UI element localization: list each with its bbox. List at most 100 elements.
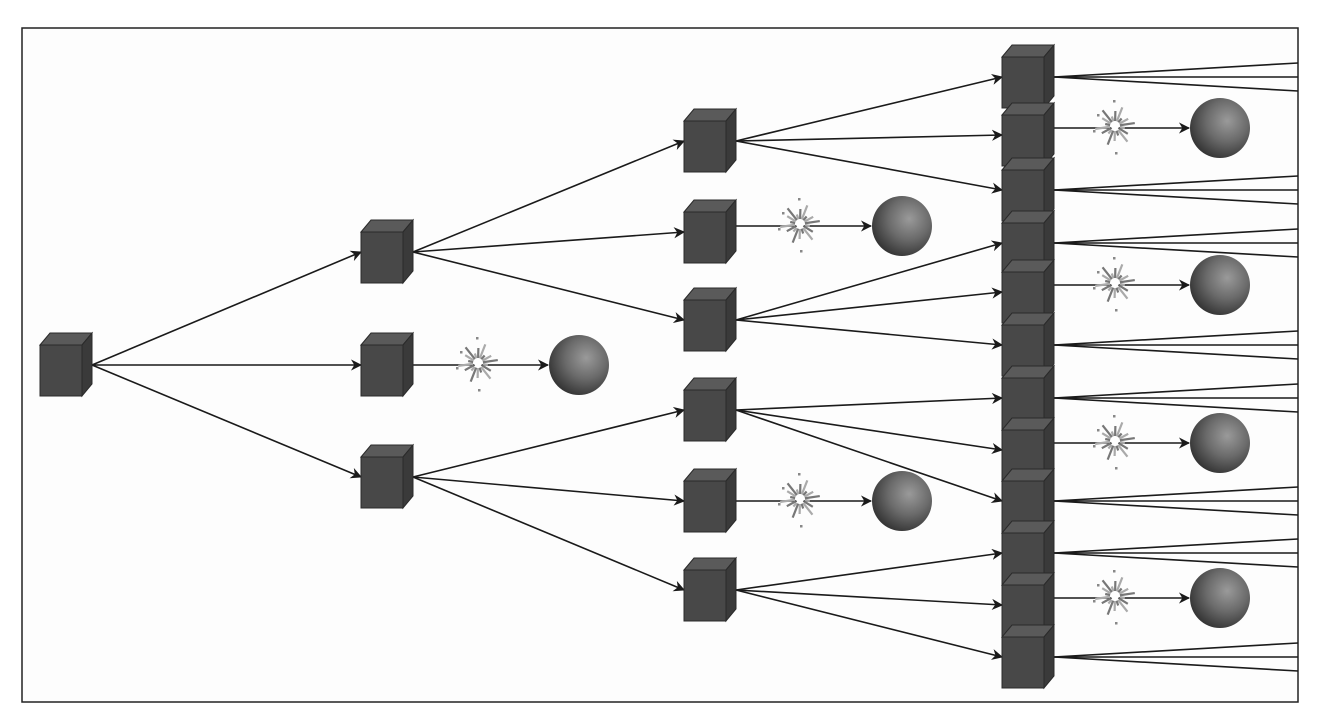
burst-particle [1093, 600, 1096, 603]
burst-ray [1119, 282, 1126, 287]
fan-line [1053, 62, 1299, 78]
burst-ray [478, 367, 483, 373]
cube-node [682, 286, 738, 353]
arrow-connector [735, 73, 1004, 142]
burst-ray [1101, 266, 1113, 280]
burst-core [796, 495, 804, 503]
fan-line [1053, 330, 1299, 346]
burst-ray [1106, 130, 1115, 146]
burst-ray [464, 346, 476, 360]
cube-front-face [1001, 636, 1045, 689]
burst-ray [800, 204, 809, 220]
burst-ray [1095, 282, 1111, 288]
burst-ray [1117, 432, 1123, 438]
burst-particle [1093, 287, 1096, 290]
burst-ray [1104, 592, 1111, 597]
sphere-result-icon [1190, 568, 1250, 628]
fan-line [1053, 242, 1299, 258]
explosion-icon [1093, 570, 1135, 625]
fan-line [1053, 383, 1299, 399]
burst-ray [802, 215, 808, 221]
cube-front-face [39, 344, 83, 397]
burst-ray [1101, 424, 1113, 438]
burst-ray [792, 502, 798, 508]
burst-ray [481, 354, 492, 362]
burst-core [1111, 122, 1119, 130]
cube-side-face [1043, 623, 1055, 690]
burst-ray [1101, 597, 1112, 605]
burst-ray [1101, 127, 1112, 135]
burst-particle [1113, 257, 1116, 260]
burst-ray [1117, 599, 1129, 613]
fan-line [1053, 344, 1299, 360]
burst-ray [1117, 117, 1123, 123]
burst-ray [1115, 263, 1124, 279]
burst-ray [800, 503, 805, 509]
burst-particle [478, 389, 481, 392]
cube-side-face [402, 443, 414, 510]
cube-side-face [402, 331, 414, 398]
arrow-connector [735, 548, 1004, 591]
burst-core [1111, 437, 1119, 445]
burst-ray [786, 207, 798, 221]
burst-ray [480, 366, 492, 380]
explosion-icon [1093, 257, 1135, 312]
arrow-connector [735, 589, 1004, 611]
burst-particle [1115, 152, 1118, 155]
burst-ray [1118, 432, 1129, 440]
burst-ray [803, 225, 814, 233]
burst-ray [1106, 445, 1115, 461]
fan-line [1053, 486, 1299, 502]
burst-ray [1117, 129, 1129, 143]
burst-particle [1113, 100, 1116, 103]
burst-ray [469, 367, 478, 383]
burst-ray [1118, 284, 1129, 292]
burst-ray [1115, 130, 1120, 136]
burst-ray [1110, 586, 1115, 592]
burst-particle [1113, 570, 1116, 573]
burst-particle [460, 351, 463, 354]
burst-ray [1115, 106, 1124, 122]
burst-ray [1117, 587, 1123, 593]
cube-node [1000, 43, 1056, 110]
burst-ray [800, 479, 809, 495]
burst-ray [1119, 440, 1126, 445]
cube-node [682, 376, 738, 443]
sphere-result-icon [549, 335, 609, 395]
burst-ray [1117, 286, 1129, 300]
burst-ray [804, 223, 811, 228]
burst-ray [1118, 127, 1129, 135]
burst-ray [1101, 117, 1112, 125]
cube-side-face [81, 331, 93, 398]
arrow-connector [412, 476, 686, 506]
burst-ray [789, 220, 796, 225]
burst-ray [1118, 274, 1129, 282]
burst-ray [1119, 591, 1135, 597]
burst-particle [778, 503, 781, 506]
fan-line [1053, 175, 1299, 191]
burst-ray [1118, 597, 1129, 605]
cube-front-face [360, 456, 404, 509]
burst-ray [1110, 431, 1115, 437]
burst-ray [473, 353, 478, 359]
burst-ray [470, 366, 476, 372]
explosion-icon [778, 198, 820, 253]
arrow-connector [412, 406, 686, 478]
burst-particle [800, 525, 803, 528]
burst-ray [1107, 444, 1113, 450]
burst-ray [1118, 442, 1129, 450]
cube-node [682, 198, 738, 265]
burst-ray [1117, 444, 1129, 458]
burst-ray [804, 498, 811, 503]
burst-ray [1104, 437, 1111, 442]
burst-ray [1101, 587, 1112, 595]
burst-ray [1104, 122, 1111, 127]
burst-ray [1118, 587, 1129, 595]
burst-particle [1093, 130, 1096, 133]
cube-node [1000, 571, 1056, 638]
burst-ray [800, 228, 805, 234]
burst-ray [786, 215, 797, 223]
burst-ray [1107, 599, 1113, 605]
cube-node [1000, 519, 1056, 586]
burst-ray [1115, 287, 1120, 293]
